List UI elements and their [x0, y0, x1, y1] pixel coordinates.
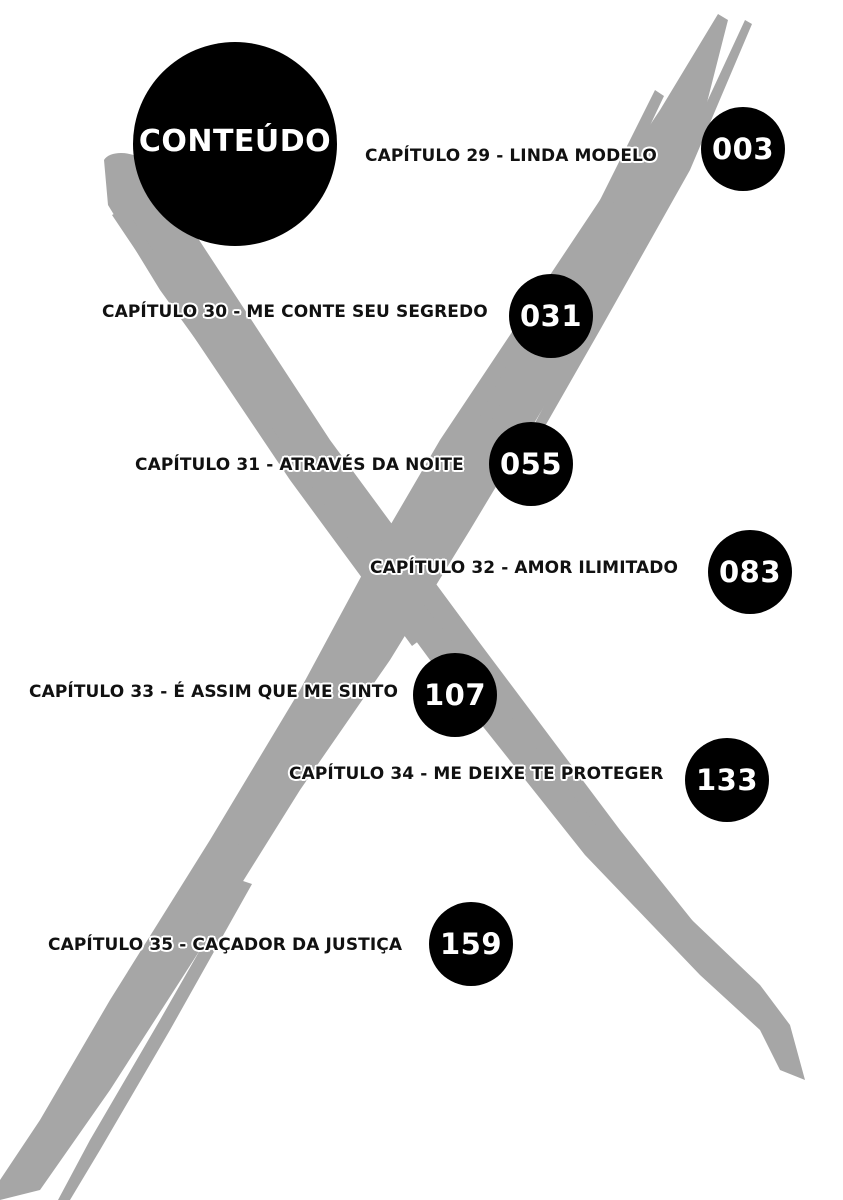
toc-entry-32[interactable]: CAPÍTULO 32 - AMOR ILIMITADO 083 — [0, 0, 843, 614]
page-number: 031 — [519, 299, 583, 333]
page-number: 159 — [439, 927, 503, 961]
toc-entry-33[interactable]: CAPÍTULO 33 - É ASSIM QUE ME SINTO 107 — [0, 0, 843, 737]
brush-stroke-wisp — [58, 880, 252, 1200]
page-number: 055 — [499, 447, 563, 481]
page-number-badge: 107 — [413, 653, 497, 737]
chapter-title: CAPÍTULO 29 - LINDA MODELO — [365, 146, 657, 166]
chapter-title: CAPÍTULO 35 - CAÇADOR DA JUSTIÇA — [48, 935, 403, 955]
page-number: 133 — [695, 763, 759, 797]
page-title: CONTEÚDO — [138, 123, 332, 159]
page-number-badge: 159 — [429, 902, 513, 986]
toc-entry-29[interactable]: CAPÍTULO 29 - LINDA MODELO 003 — [0, 0, 843, 191]
brush-stroke-wisp — [512, 20, 752, 470]
chapter-title: CAPÍTULO 31 - ATRAVÉS DA NOITE — [135, 455, 464, 475]
page-number-badge: 031 — [509, 274, 593, 358]
chapter-title: CAPÍTULO 34 - ME DEIXE TE PROTEGER — [289, 764, 664, 784]
brush-stroke-wisp — [190, 700, 340, 930]
brush-stroke-wisp — [420, 590, 700, 936]
chapter-title: CAPÍTULO 30 - ME CONTE SEU SEGREDO — [102, 302, 488, 322]
page-number-badge: 133 — [685, 738, 769, 822]
page-number-badge: 003 — [701, 107, 785, 191]
toc-entry-31[interactable]: CAPÍTULO 31 - ATRAVÉS DA NOITE 055 — [0, 0, 843, 506]
toc-entry-35[interactable]: CAPÍTULO 35 - CAÇADOR DA JUSTIÇA 159 — [0, 0, 843, 986]
page-number: 003 — [711, 132, 775, 166]
page-number-badge: 083 — [708, 530, 792, 614]
page-number-badge: 055 — [489, 422, 573, 506]
brush-stroke-wisp — [112, 208, 420, 646]
title-badge: CONTEÚDO — [133, 42, 337, 246]
chapter-title: CAPÍTULO 32 - AMOR ILIMITADO — [370, 558, 679, 578]
toc-entry-34[interactable]: CAPÍTULO 34 - ME DEIXE TE PROTEGER 133 — [0, 0, 843, 822]
chapter-title: CAPÍTULO 33 - É ASSIM QUE ME SINTO — [29, 682, 399, 702]
page-number: 083 — [718, 555, 782, 589]
page-number: 107 — [423, 678, 487, 712]
toc-entry-30[interactable]: CAPÍTULO 30 - ME CONTE SEU SEGREDO 031 — [0, 0, 843, 358]
